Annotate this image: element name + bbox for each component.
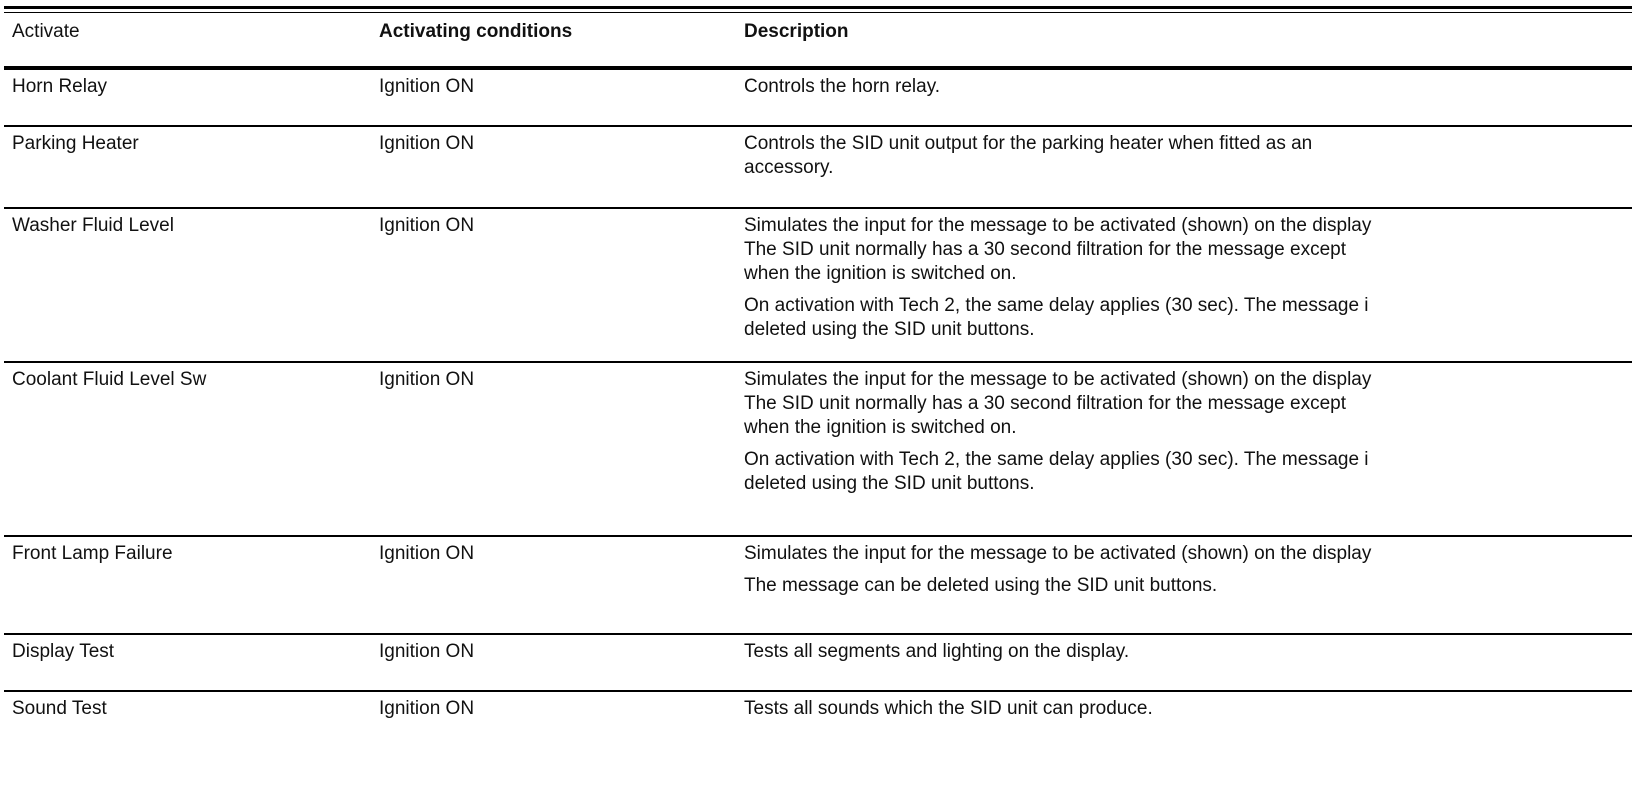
table-row: Sound Test Ignition ON Tests all sounds …: [4, 690, 1632, 752]
activation-table: Activate Activating conditions Descripti…: [4, 14, 1632, 752]
row-conditions: Ignition ON: [379, 641, 475, 662]
table-row: Parking Heater Ignition ON Controls the …: [4, 125, 1632, 207]
description-paragraph: Controls the horn relay.: [744, 76, 941, 97]
description-paragraph: Controls the SID unit output for the par…: [744, 133, 1313, 178]
row-activate: Horn Relay: [12, 76, 108, 97]
row-conditions: Ignition ON: [379, 698, 475, 719]
row-activate: Parking Heater: [12, 133, 139, 154]
row-activate: Washer Fluid Level: [12, 215, 174, 236]
row-conditions: Ignition ON: [379, 76, 475, 97]
description-paragraph: Tests all sounds which the SID unit can …: [744, 698, 1153, 719]
description-paragraph: Simulates the input for the message to b…: [744, 215, 1372, 284]
row-activate: Display Test: [12, 641, 115, 662]
row-description: Controls the SID unit output for the par…: [744, 132, 1632, 180]
table-header-row: Activate Activating conditions Descripti…: [4, 14, 1632, 68]
description-paragraph: The message can be deleted using the SID…: [744, 575, 1218, 596]
row-description: Tests all sounds which the SID unit can …: [744, 697, 1632, 721]
row-conditions: Ignition ON: [379, 369, 475, 390]
row-description: Simulates the input for the message to b…: [744, 214, 1632, 342]
table-row: Front Lamp Failure Ignition ON Simulates…: [4, 535, 1632, 633]
header-activate: Activate: [12, 21, 80, 42]
header-activating-conditions: Activating conditions: [379, 21, 573, 42]
row-description: Simulates the input for the message to b…: [744, 542, 1632, 598]
description-paragraph: Tests all segments and lighting on the d…: [744, 641, 1130, 662]
header-description: Description: [744, 21, 849, 42]
row-description: Tests all segments and lighting on the d…: [744, 640, 1632, 664]
row-description: Controls the horn relay.: [744, 75, 1632, 99]
top-rule: [4, 6, 1632, 9]
row-description: Simulates the input for the message to b…: [744, 368, 1632, 496]
table-row: Washer Fluid Level Ignition ON Simulates…: [4, 207, 1632, 361]
row-activate: Coolant Fluid Level Sw: [12, 369, 207, 390]
row-conditions: Ignition ON: [379, 543, 475, 564]
row-activate: Sound Test: [12, 698, 107, 719]
description-paragraph: On activation with Tech 2, the same dela…: [744, 449, 1369, 494]
top-rule-thin: [4, 12, 1632, 13]
table-row: Horn Relay Ignition ON Controls the horn…: [4, 68, 1632, 125]
table-row: Coolant Fluid Level Sw Ignition ON Simul…: [4, 361, 1632, 535]
description-paragraph: Simulates the input for the message to b…: [744, 543, 1372, 564]
description-paragraph: On activation with Tech 2, the same dela…: [744, 295, 1369, 340]
table-row: Display Test Ignition ON Tests all segme…: [4, 633, 1632, 690]
description-paragraph: Simulates the input for the message to b…: [744, 369, 1372, 438]
row-conditions: Ignition ON: [379, 133, 475, 154]
row-activate: Front Lamp Failure: [12, 543, 173, 564]
row-conditions: Ignition ON: [379, 215, 475, 236]
